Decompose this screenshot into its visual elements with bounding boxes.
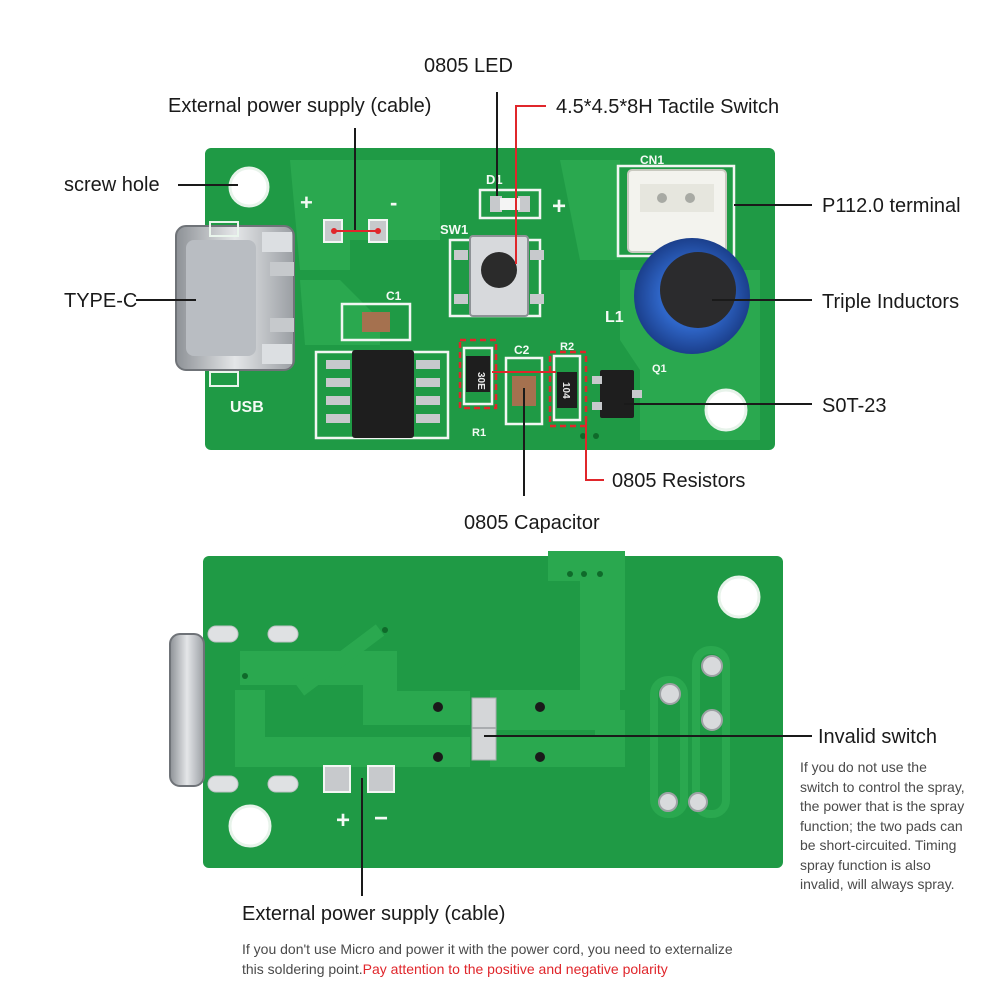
usb-c-connector [175,225,295,371]
marking-r2-value: 104 [560,382,571,399]
note-line: switch to control the spray, [800,778,965,795]
silk-back-minus: − [374,805,388,832]
copper-pour [300,280,380,345]
screw-hole-bottom-left [228,804,272,848]
screw-hole-top-left [228,166,270,208]
polarity-warning: Pay attention to the positive and negati… [362,961,668,977]
usb-c-connector-back [169,633,205,787]
silkscreen-text: USB CN1 SW1 D1 C1 C2 L1 Q1 R1 R2 + - + +… [230,153,667,834]
label-capacitor: 0805 Capacitor [464,512,600,534]
silk-sw1: SW1 [440,222,468,237]
capacitor-c1 [340,302,412,342]
label-terminal: P112.0 terminal [822,195,961,217]
screw-hole-top-right [704,388,748,432]
note-line: If you do not use the [800,759,927,775]
soic-8-chip [314,350,450,440]
silk-r2: R2 [560,341,574,353]
back-power-pad-positive [323,765,351,793]
note-external-power-line1: If you don't use Micro and power it with… [242,941,733,957]
bottom-pcb [169,551,783,868]
leader-dots [331,228,381,234]
leader-tactile-switch [515,105,546,264]
leader-resistors [585,420,604,481]
back-power-pad-negative [367,765,395,793]
note-invalid-switch: If you do not use the switch to control … [800,758,996,895]
solder-joints [650,646,730,818]
silk-plus-right: + [552,193,566,220]
silk-usb: USB [230,399,264,416]
silk-q1: Q1 [652,363,667,375]
note-line: spray function is also [800,856,931,873]
label-resistors: 0805 Resistors [612,470,746,492]
note-line: the power that is the spray [800,798,965,814]
label-screw-hole: screw hole [64,174,160,196]
tactile-switch-sw1 [448,235,544,318]
silk-minus-left: - [390,190,397,215]
label-led: 0805 LED [424,55,513,77]
p112-terminal [616,164,736,258]
sot23-transistor-q1 [592,370,642,418]
label-external-power-top: External power supply (cable) [168,95,432,117]
note-external-power-line2: this soldering point.Pay attention to th… [242,960,668,979]
note-line: invalid, will always spray. [800,876,955,892]
r1-highlight-box [458,338,498,410]
label-tactile-switch: 4.5*4.5*8H Tactile Switch [556,96,780,118]
silk-c1: C1 [386,289,402,303]
label-sot23: S0T-23 [822,395,887,417]
label-invalid-switch: Invalid switch [818,726,937,748]
label-inductor: Triple Inductors [822,291,960,313]
usb-through-hole-pads [207,625,299,793]
note-line: be short-circuited. Timing [800,837,957,853]
silk-d1: D1 [486,172,503,187]
silk-cn1: CN1 [640,153,664,167]
silk-r1: R1 [472,427,486,439]
component-markings: 30E 104 [475,372,571,399]
r2-highlight-box [548,350,588,428]
resistor-r1 [458,338,498,410]
marking-r1-value: 30E [475,372,486,390]
invalid-switch-pads [471,697,497,761]
leader-lines-red [334,105,604,481]
resistor-r2 [548,350,588,428]
screw-hole-bottom-right [717,575,761,619]
top-pcb [175,148,775,450]
leader-lines [136,92,812,896]
label-type-c: TYPE-C [64,290,138,312]
copper-pour [560,160,620,260]
silk-l1: L1 [605,309,624,326]
silk-plus-left: + [300,190,313,215]
note-soldering-point: this soldering point. [242,961,363,977]
triple-inductor [634,238,750,354]
note-line: function; the two pads can [800,817,963,834]
silk-c2: C2 [514,343,530,357]
label-external-power-bottom: External power supply (cable) [242,903,506,925]
silk-back-plus: + [336,807,350,834]
